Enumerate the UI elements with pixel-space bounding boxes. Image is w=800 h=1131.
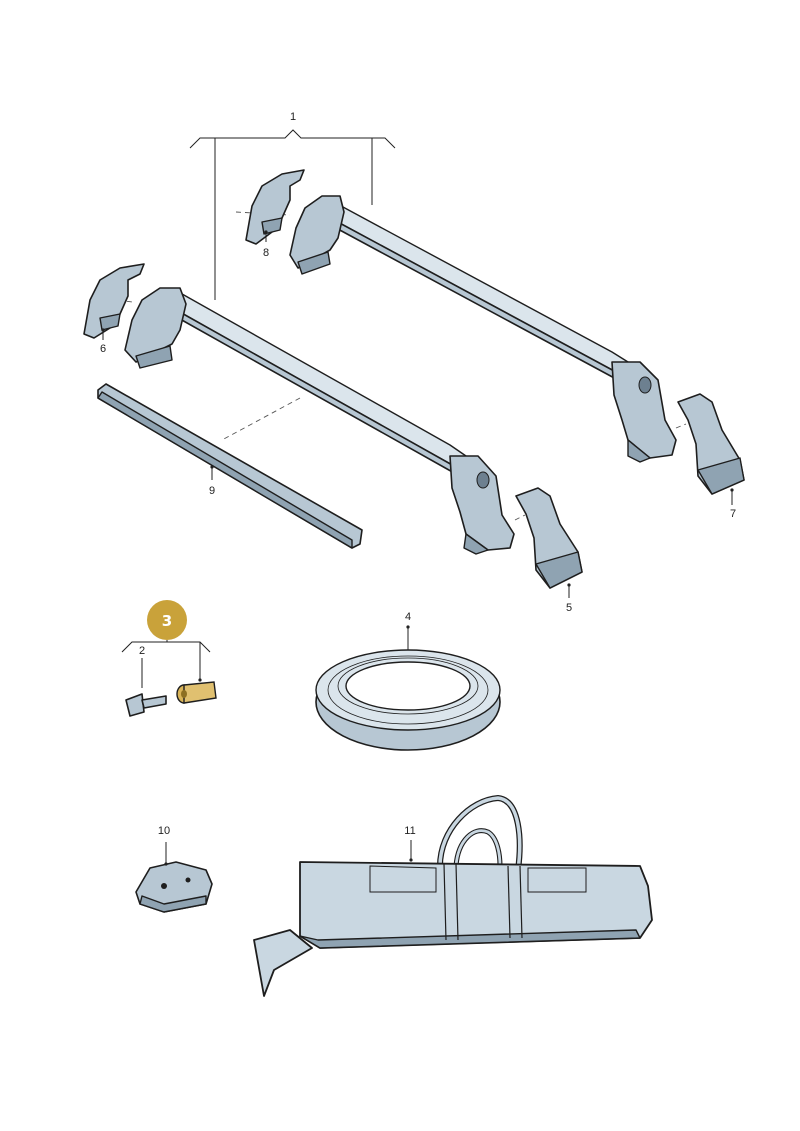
- roof-bar-rear: [289, 195, 677, 463]
- rubber-strip-9: 9: [97, 383, 363, 549]
- callout-label-11: 11: [404, 825, 415, 837]
- callout-label-7: 7: [730, 508, 736, 520]
- highlight-badge: [147, 600, 187, 640]
- callout-label-8: 8: [263, 247, 269, 259]
- roof-bar-front: [124, 287, 515, 555]
- callout-1: 1: [189, 111, 396, 300]
- cover-cap-6: 6: [83, 263, 145, 355]
- key-icon: [125, 693, 167, 717]
- callout-label-9: 9: [209, 485, 215, 497]
- coil-strip-4: 4: [315, 611, 501, 751]
- callout-label-5: 5: [566, 602, 572, 614]
- cover-cap-8: 8: [245, 169, 305, 259]
- mount-cover-10: 10: [135, 825, 213, 913]
- lock-cylinder-icon: [176, 681, 217, 704]
- storage-bag-11: 11: [253, 794, 653, 997]
- callout-label-10: 10: [158, 825, 170, 837]
- cover-cap-7: 7: [677, 393, 745, 520]
- badge-label-3: 3: [162, 612, 172, 630]
- callout-label-6: 6: [100, 343, 106, 355]
- callout-label-2: 2: [139, 645, 145, 657]
- callout-label-4: 4: [405, 611, 411, 623]
- callout-label-1: 1: [290, 111, 296, 123]
- lock-set: 3 2: [121, 600, 217, 717]
- cover-cap-5: 5: [515, 487, 583, 614]
